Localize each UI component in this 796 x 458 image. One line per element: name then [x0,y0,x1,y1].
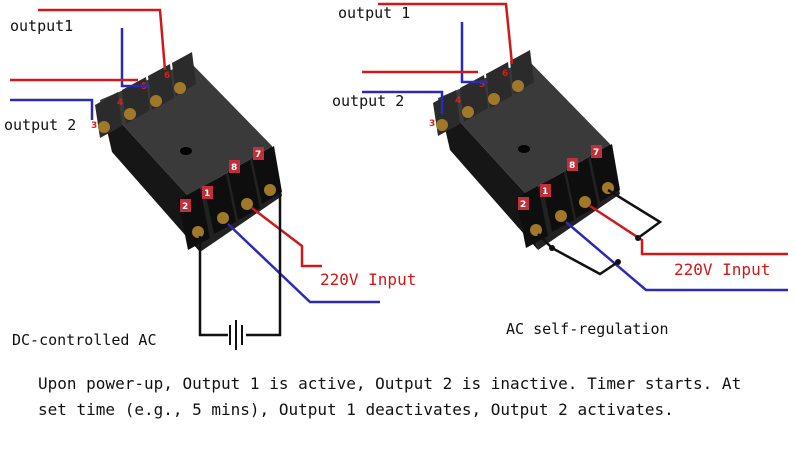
left-pin-2-label: 2 [182,202,188,212]
left-pin-8-marker [229,160,240,173]
left-pin-1-marker [202,186,213,199]
right-junction-dot-1 [635,235,641,241]
left-pin-8-label: 8 [231,163,237,173]
right-output1-red-wire [378,2,514,65]
left-dc-wire-a [198,236,228,337]
right-input-label: 220V Input [674,260,770,279]
right-loop-wire-b [537,233,619,276]
right-pin-3-label: 3 [429,119,435,129]
left-mode-label: DC-controlled AC [12,331,157,349]
right-junction-dot-3 [549,245,555,251]
right-pin-5-label: 5 [479,80,485,90]
left-input-blue-wire [227,223,380,304]
left-pin-1-label: 1 [204,189,210,199]
right-pin-6-label: 6 [502,69,508,79]
left-dc-wire-b [246,192,282,337]
right-pin-4-label: 4 [455,96,461,106]
right-pin-1-marker [540,184,551,197]
right-output1-label: output 1 [338,4,410,22]
left-pin-2-marker [180,199,191,212]
description-caption: Upon power-up, Output 1 is active, Outpu… [38,374,742,419]
right-pin-7-label: 7 [593,148,599,158]
right-output1-wire [460,22,488,84]
left-output1-label: output1 [10,17,73,35]
left-pin-7-marker [253,147,264,160]
left-output2-label: output 2 [4,116,76,134]
right-pin-2-marker [518,197,529,210]
right-output2-wire [362,90,444,114]
left-output1-wire [120,28,150,88]
left-output1-red-wire [38,8,167,71]
right-junction-dot-2 [615,259,621,265]
right-pin-8-marker [567,158,578,171]
left-output2-wire [10,98,94,120]
left-pin-3-label: 3 [91,121,97,131]
right-pin-1-label: 1 [542,187,548,197]
left-pin-4-label: 4 [117,98,123,108]
right-input-blue-wire [565,221,788,292]
left-input-red-wire [251,207,322,268]
right-output2-label: output 2 [332,92,404,110]
right-diagram: 3 4 5 6 2 1 8 7 output 1 output 2 220V I… [332,2,788,338]
right-input-red-wire [589,204,788,256]
right-mode-label: AC self-regulation [506,320,669,338]
right-pin-8-label: 8 [569,161,575,171]
right-pin-7-marker [591,145,602,158]
right-pin-2-label: 2 [520,200,526,210]
left-diagram: 3 4 5 6 2 1 8 7 output1 output 2 220V In… [4,8,416,350]
right-loop-wire-a [607,188,663,240]
left-pin-7-label: 7 [255,150,261,160]
left-pin-6-label: 6 [164,71,170,81]
left-input-label: 220V Input [320,270,416,289]
